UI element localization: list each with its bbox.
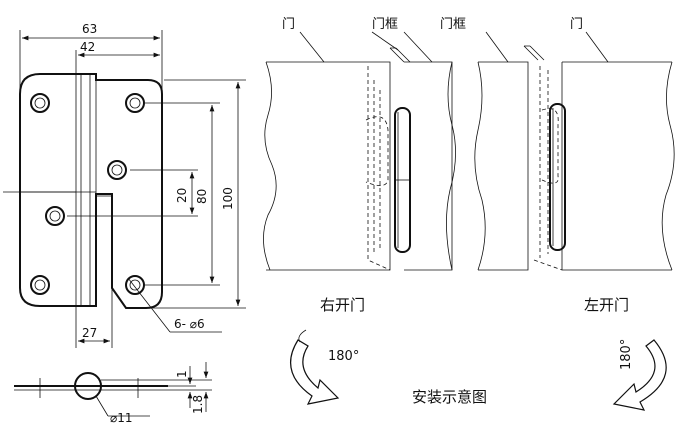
rotation-label-left: 180° [619, 339, 634, 370]
dim-overall-height: 100 [221, 187, 235, 210]
hinge-side-view: 1 1.8 ⌀11 [14, 362, 212, 425]
rotation-arrow-right: 180° [290, 329, 359, 405]
dim-leaf-width: 42 [80, 40, 95, 54]
dim-pin-diameter: ⌀11 [110, 411, 133, 425]
dim-knuckle-offset: 27 [82, 326, 97, 340]
caption-right-opening: 右开门 [320, 296, 365, 314]
install-right-opening: 门 门框 右开门 [263, 17, 456, 314]
mounting-hole-4 [45, 206, 65, 226]
rotation-label-right: 180° [328, 349, 359, 364]
dim-hole-pitch-long: 80 [195, 189, 209, 204]
label-door-right: 门 [570, 17, 583, 32]
mounting-hole-6 [125, 275, 145, 295]
mounting-hole-2 [125, 93, 145, 113]
mounting-hole-3 [107, 160, 127, 180]
hinge-front-view: 63 42 20 80 100 27 6- ⌀6 [3, 22, 246, 348]
mounting-hole-1 [30, 93, 50, 113]
dim-overall-width: 63 [82, 22, 97, 36]
label-frame-left: 门框 [372, 17, 398, 32]
label-frame-right: 门框 [440, 17, 466, 32]
mounting-hole-5 [30, 275, 50, 295]
dim-total-thickness: 1.8 [191, 395, 205, 414]
label-door-left: 门 [282, 17, 295, 32]
dim-holes-callout: 6- ⌀6 [174, 317, 205, 331]
caption-left-opening: 左开门 [584, 296, 629, 314]
rotation-arrow-left: 180° [612, 339, 667, 411]
caption-installation: 安装示意图 [412, 388, 487, 406]
knuckle-strip [75, 73, 97, 307]
dim-leaf-thickness: 1 [175, 370, 189, 378]
install-left-opening: 门框 门 左开门 [440, 17, 675, 314]
dim-hole-pitch-short: 20 [175, 188, 189, 203]
